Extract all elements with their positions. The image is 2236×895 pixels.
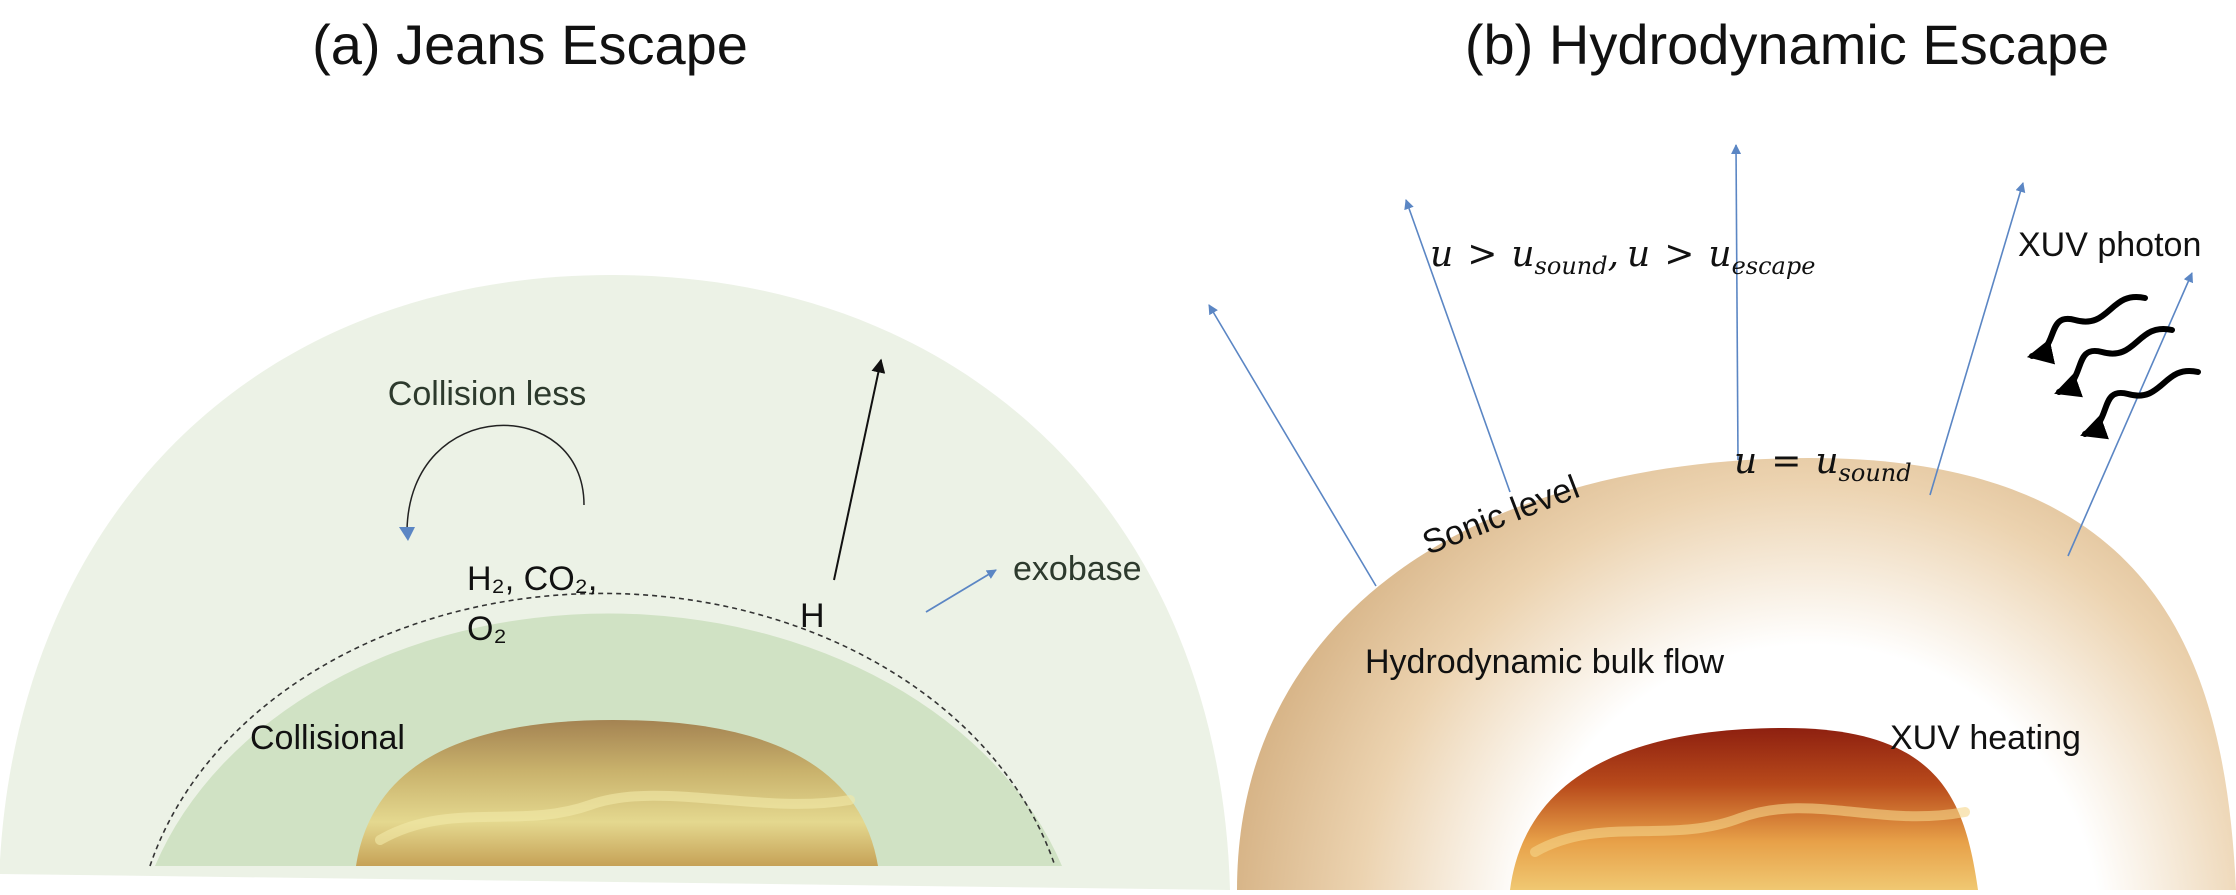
exobase-pointer-arrow — [925, 569, 997, 613]
arc-arrowhead — [399, 527, 415, 541]
xuv-photon-arrow-1 — [2026, 293, 2148, 365]
outflow-arrow-5 — [2067, 272, 2193, 557]
outflow-arrow-2 — [1404, 199, 1511, 493]
collisionless-arc-arrow — [406, 424, 585, 531]
xuv-photon-arrow-3 — [2080, 367, 2201, 440]
h-escape-arrow — [833, 358, 886, 581]
xuv-photon-label: XUV photon — [2018, 226, 2201, 264]
collision-less-label: Collision less — [388, 375, 586, 413]
panel-b: (b) Hydrodynamic Escape u>usound,u>uesca… — [1208, 13, 2236, 890]
outflow-arrow-3 — [1731, 144, 1742, 461]
hydrogen-label: H — [800, 597, 825, 635]
panel-a: (a) Jeans Escape Collision less H₂, CO₂,… — [0, 13, 1230, 890]
exobase-boundary — [149, 592, 1056, 867]
planet-b-swirl — [1530, 803, 1970, 857]
planet-b — [1510, 728, 1978, 890]
planet-a-swirl — [375, 790, 855, 845]
panel-b-title: (b) Hydrodynamic Escape — [1465, 13, 2109, 76]
outflow-arrow-4 — [1929, 182, 2026, 496]
collisional-label: Collisional — [250, 719, 405, 757]
outflow-arrow-1 — [1208, 304, 1377, 587]
halo-base-cutout — [0, 874, 1230, 890]
species-label-line1: H₂, CO₂, — [467, 560, 597, 598]
exobase-label: exobase — [1013, 550, 1142, 588]
supersonic-condition-label: u>usound,u>uescape — [1430, 234, 1815, 280]
xuv-photon-arrow-2 — [2054, 325, 2175, 398]
bulk-flow-label: Hydrodynamic bulk flow — [1365, 643, 1724, 681]
xuv-heating-label: XUV heating — [1890, 719, 2081, 757]
sonic-condition-label: u=usound — [1734, 441, 1912, 487]
panel-a-title: (a) Jeans Escape — [312, 13, 748, 76]
planet-a — [356, 720, 878, 866]
extended-atmosphere — [1237, 458, 2236, 890]
species-label-line2: O₂ — [467, 610, 507, 648]
